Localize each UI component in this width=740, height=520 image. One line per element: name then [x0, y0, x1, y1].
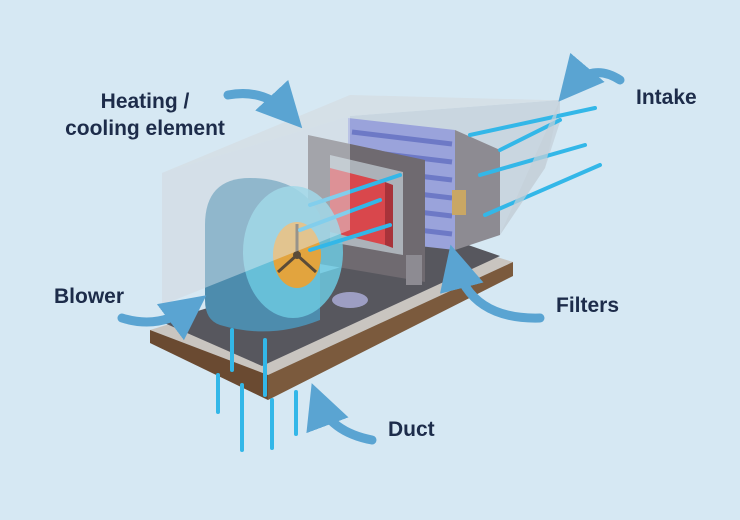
heating-label-line1: Heating / — [100, 90, 190, 113]
blower-label: Blower — [54, 285, 125, 308]
housing-front-glass — [162, 116, 350, 305]
housing-side-glass — [500, 100, 560, 235]
heating-cooling-label: Heating / cooling element — [40, 88, 250, 142]
motor-disc — [332, 292, 368, 308]
heating-label-line2: cooling element — [65, 117, 225, 140]
filters-arrow — [439, 244, 545, 323]
intake-label: Intake — [636, 86, 697, 109]
duct-arrow — [306, 383, 377, 445]
callout-arrows — [117, 52, 625, 445]
blower-arrow — [117, 295, 207, 341]
duct-label: Duct — [388, 418, 435, 441]
blower — [205, 178, 343, 332]
airflow-streaks — [216, 106, 602, 452]
heating-arrow — [223, 79, 303, 129]
filters-label: Filters — [556, 294, 620, 317]
intake-arrow — [558, 52, 625, 102]
